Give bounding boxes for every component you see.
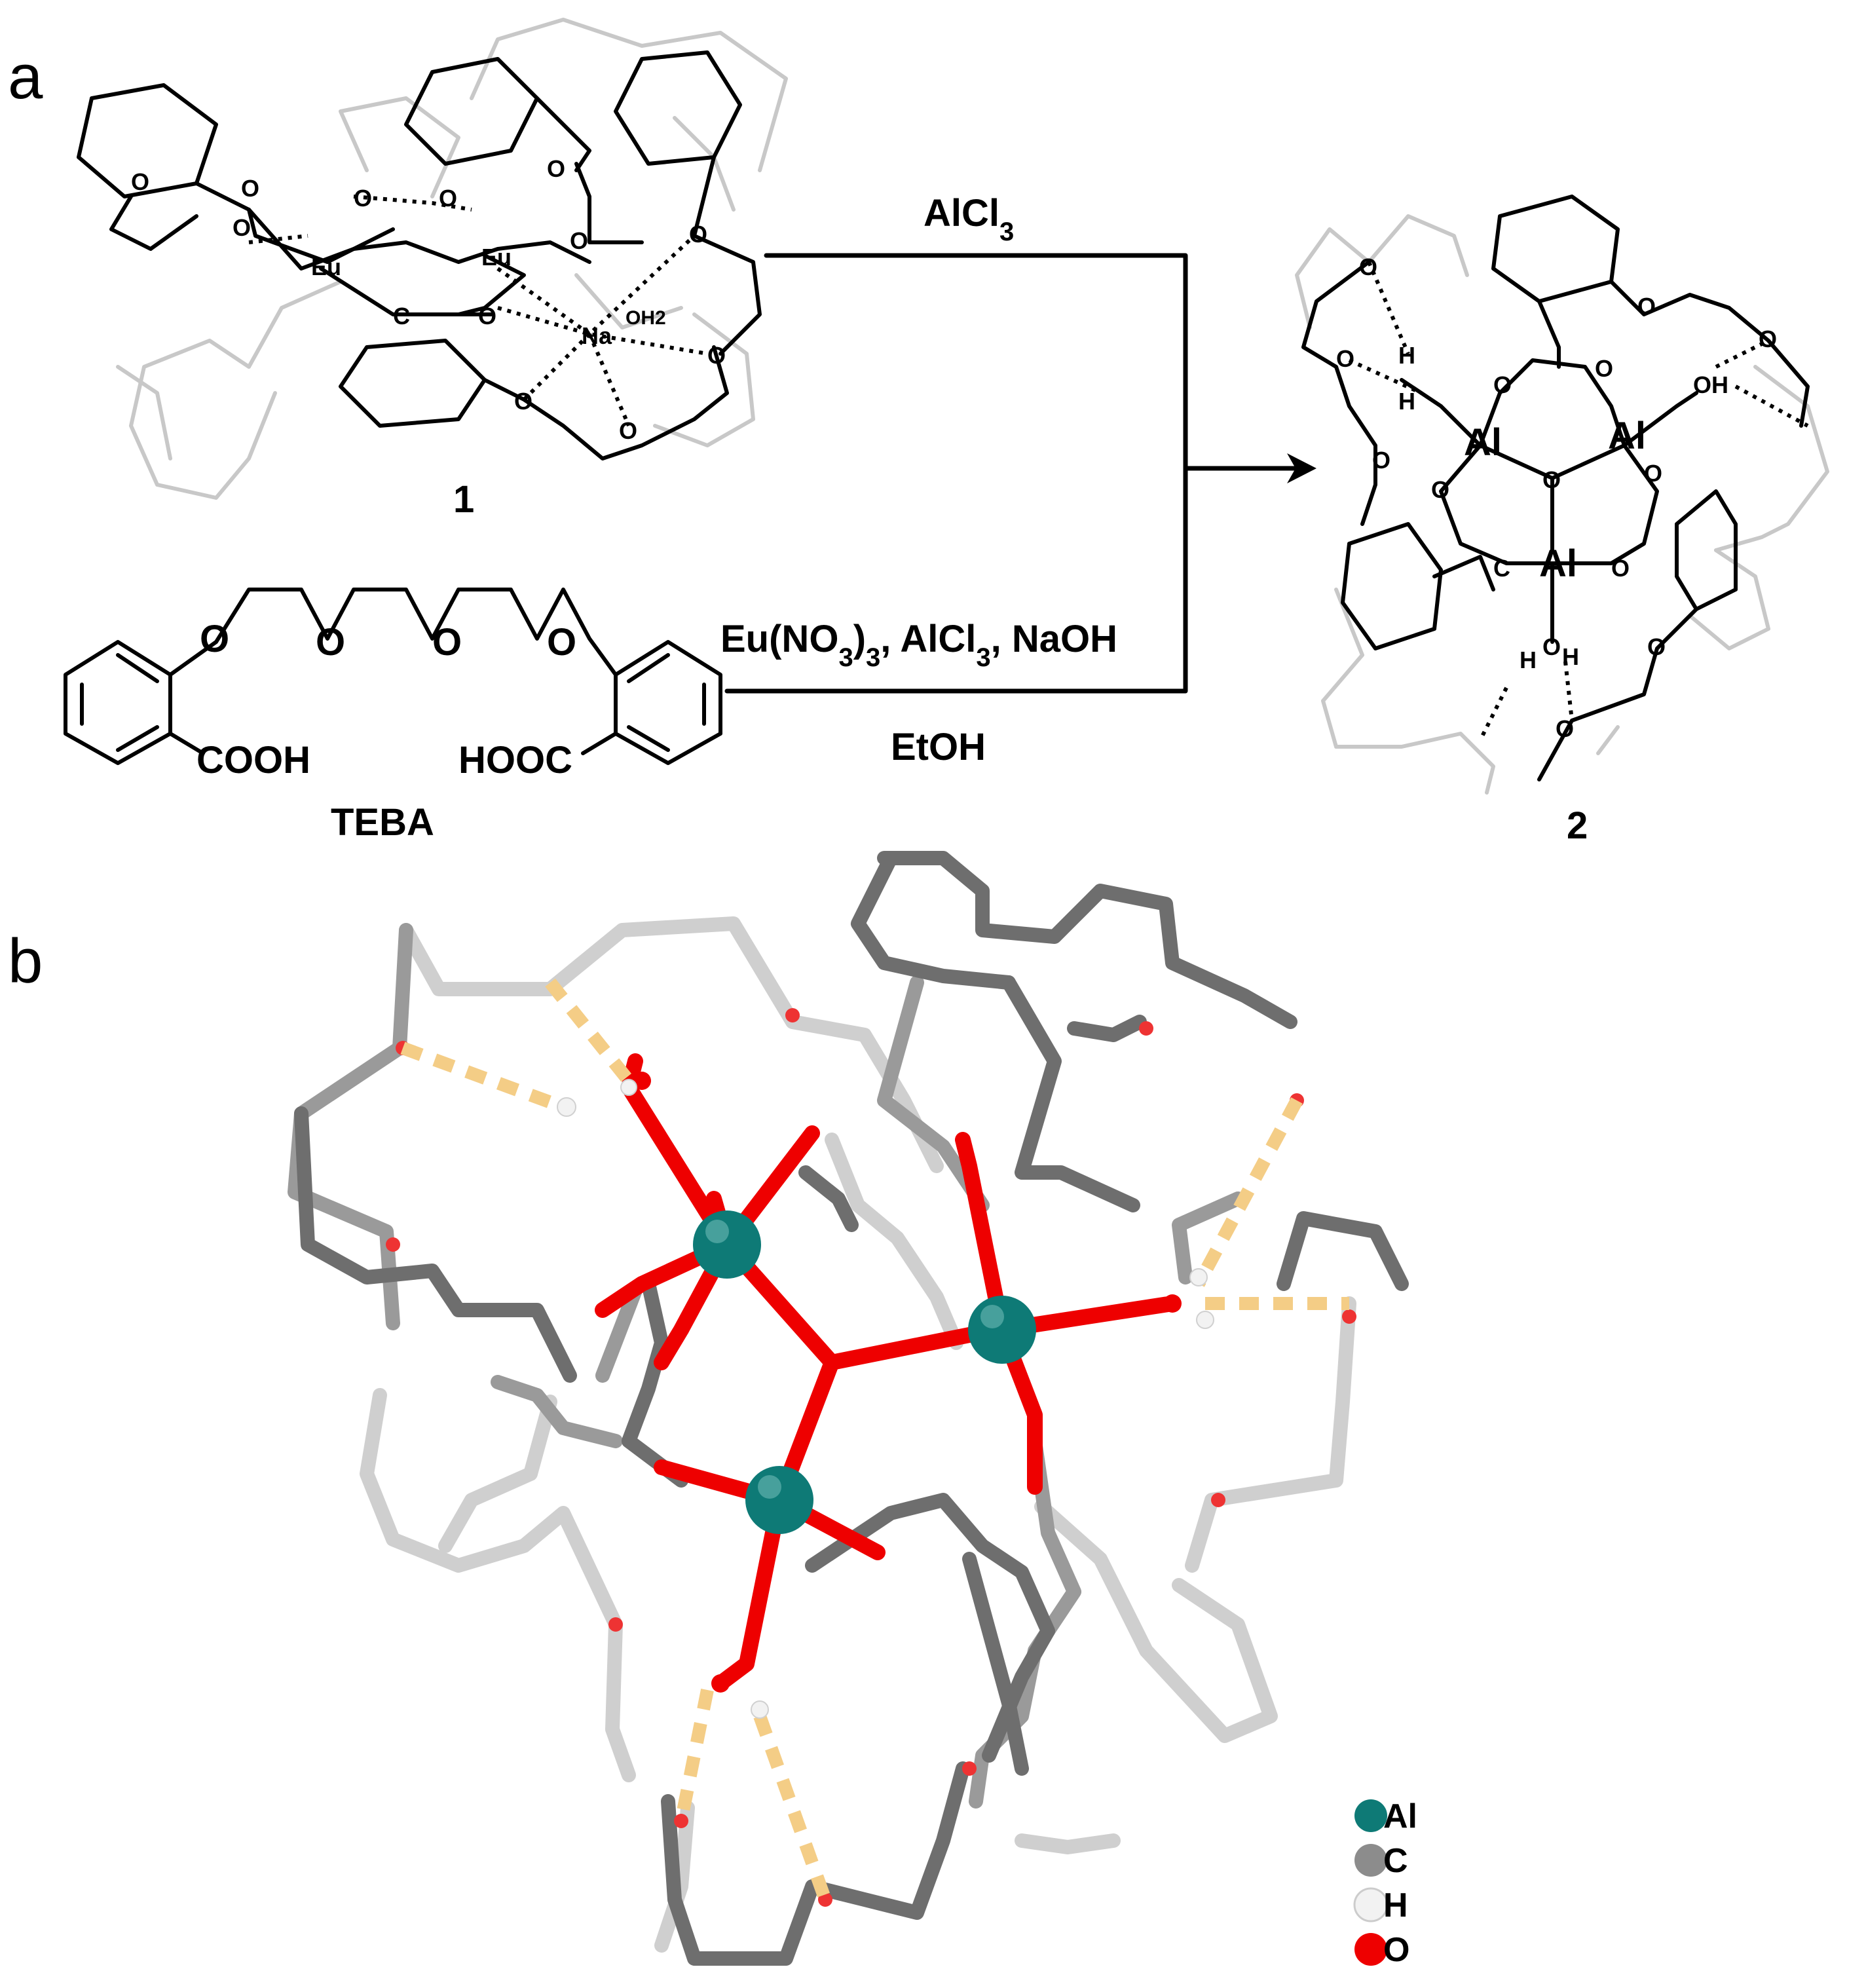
oxygen-atom: O	[1542, 466, 1561, 493]
carboxylic-acid-label: HOOC	[458, 739, 572, 781]
oxygen-atom: O	[1644, 460, 1662, 487]
oxygen-atom: O	[1372, 447, 1390, 474]
ether-oxygen: O	[200, 618, 229, 660]
h-atom: H	[1398, 342, 1415, 369]
crystal-structure-render	[288, 851, 1409, 1966]
reagents-eu-al-naoh: Eu(NO3)3, AlCl3, NaOH	[720, 618, 1117, 672]
compound-1-structure: Eu Eu Na OH2 O O O O O O O O C O O O O 1	[77, 18, 788, 521]
oxygen-atom	[386, 1237, 400, 1252]
hydrogen-atom	[751, 1700, 769, 1719]
oxygen-atom: O	[1431, 476, 1449, 503]
oxygen-atom: O	[689, 221, 707, 248]
c-swatch	[1354, 1844, 1387, 1877]
h-atom: H	[1562, 643, 1579, 670]
oxygen-atom: O	[1637, 293, 1656, 320]
benzene-ring	[1341, 522, 1443, 650]
oxygen-atom: O	[1611, 555, 1630, 582]
oxygen-atom: O	[707, 342, 726, 369]
benzene-ring	[1491, 195, 1620, 303]
aluminium-atom	[745, 1466, 813, 1534]
benzene-ring	[404, 57, 539, 166]
benzene-ring	[339, 339, 487, 428]
oxygen-atom	[608, 1617, 623, 1632]
al-atom: Al	[1608, 415, 1646, 457]
oxygen-atom: O	[354, 185, 372, 212]
oxygen-atom: O	[478, 303, 496, 329]
benzene-ring	[1675, 489, 1738, 611]
solvent-etoh: EtOH	[891, 726, 986, 768]
panel-b-label: b	[8, 926, 43, 996]
oxygen-atom: O	[570, 227, 588, 254]
hydrogen-atom	[1189, 1268, 1208, 1286]
oxygen-atom: O	[1542, 633, 1561, 660]
teba-structure: O O O O COOH HOOC TEBA	[64, 588, 722, 844]
h-atom: H	[1520, 647, 1537, 673]
aluminium-atom	[968, 1296, 1036, 1364]
oxygen-atom	[1211, 1493, 1225, 1507]
al-atom: Al	[1464, 421, 1502, 464]
oxygen-atom: O	[1493, 371, 1512, 398]
oxygen-atom: O	[1336, 345, 1354, 372]
compound-2-label: 2	[1567, 804, 1588, 847]
ether-oxygen: O	[547, 621, 576, 664]
hydrogen-atom	[1196, 1311, 1214, 1329]
hydrogen-atom	[620, 1079, 637, 1096]
eu-atom: Eu	[481, 244, 512, 271]
ether-oxygen: O	[432, 621, 462, 664]
na-atom: Na	[582, 322, 612, 349]
teba-label: TEBA	[331, 801, 434, 844]
oxygen-atom	[674, 1814, 688, 1828]
carboxylic-acid-label: COOH	[196, 739, 310, 781]
oxygen-atom	[1163, 1294, 1182, 1313]
oxygen-atom: O	[547, 155, 565, 182]
legend-item-h: H	[1353, 1886, 1408, 1924]
oxygen-atom	[1139, 1021, 1153, 1036]
carbon-atom: C	[1493, 555, 1510, 582]
atom-legend: Al C H O	[1353, 1797, 1417, 1969]
oxygen-atom: O	[439, 185, 457, 212]
oxygen-atom: O	[1556, 715, 1574, 742]
oxygen-atom: O	[1759, 326, 1777, 352]
o-swatch	[1354, 1933, 1387, 1966]
legend-label-o: O	[1383, 1931, 1409, 1969]
hydrogen-atom	[557, 1097, 576, 1117]
eu-atom: Eu	[311, 253, 341, 280]
arrow-head	[1287, 453, 1316, 483]
legend-label-al: Al	[1383, 1797, 1417, 1835]
oxygen-atom	[962, 1761, 977, 1776]
oxygen-atom: O	[241, 175, 259, 202]
compound-2-structure: Al Al Al O O O O O C O O H H OH H H O O …	[1295, 195, 1829, 847]
legend-item-al: Al	[1354, 1797, 1417, 1835]
h-atom: H	[1398, 388, 1415, 415]
oxygen-atom: O	[619, 417, 637, 444]
oxygen-atom	[633, 1072, 651, 1090]
oxygen-atom	[785, 1008, 800, 1022]
legend-label-c: C	[1383, 1842, 1408, 1880]
hydroxyl-label: OH	[1693, 371, 1728, 398]
oxygen-atom: O	[233, 214, 251, 241]
oxygen-atom: O	[131, 168, 149, 195]
reagent-alcl3: AlCl3	[924, 192, 1014, 246]
al-swatch	[1354, 1799, 1387, 1832]
compound-1-label: 1	[453, 478, 474, 521]
oxygen-atom: O	[1647, 633, 1666, 660]
oxygen-atom	[1342, 1309, 1356, 1324]
carbon-atom: C	[393, 303, 410, 329]
water-ligand: OH2	[625, 307, 666, 329]
reaction-arrows: AlCl3 Eu(NO3)3, AlCl3, NaOH EtOH	[720, 192, 1316, 768]
oxygen-atom: O	[514, 388, 532, 415]
legend-label-h: H	[1383, 1886, 1408, 1924]
oxygen-atom	[818, 1892, 832, 1907]
oxygen-atom	[711, 1674, 730, 1693]
oxygen-atom: O	[1595, 355, 1613, 382]
h-swatch	[1353, 1887, 1389, 1922]
legend-item-o: O	[1354, 1931, 1409, 1969]
oxygen-atom: O	[1359, 253, 1377, 280]
legend-item-c: C	[1354, 1842, 1408, 1880]
benzene-ring	[614, 50, 742, 166]
panel-a-label: a	[8, 42, 43, 112]
ether-oxygen: O	[316, 621, 345, 664]
aluminium-atom	[693, 1210, 761, 1279]
al-atom: Al	[1539, 542, 1577, 585]
